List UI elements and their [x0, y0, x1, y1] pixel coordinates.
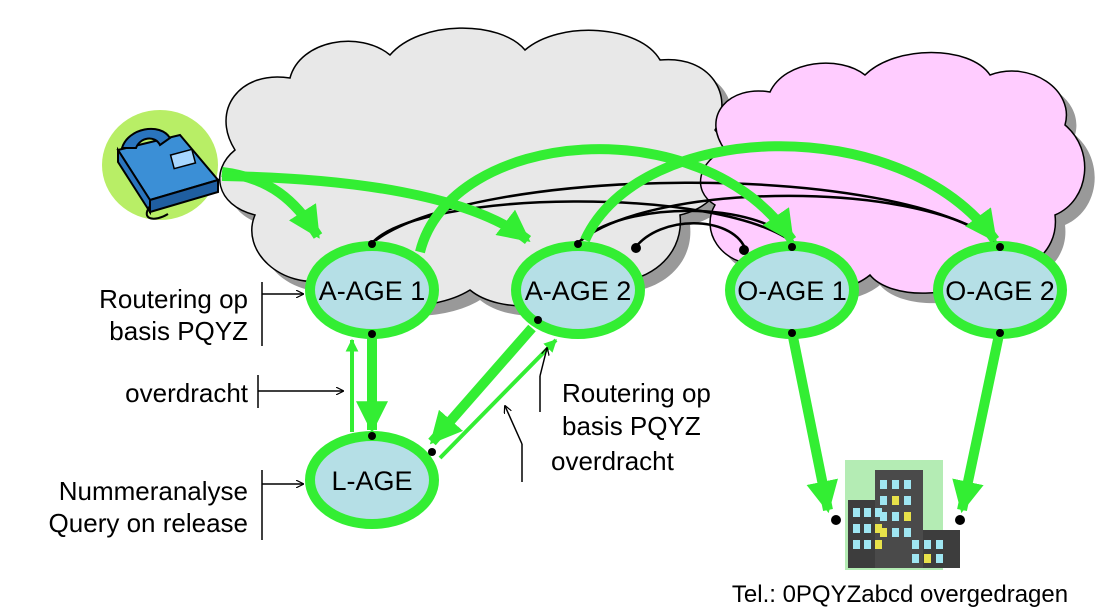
- flow-o-age-1-to-building: [787, 331, 838, 514]
- trunk-a2-o2: [577, 194, 999, 245]
- routing-right-line-2: basis PQYZ: [562, 411, 701, 441]
- connection-dots: [368, 240, 1004, 525]
- flow-a-age-1-to-o-age-1: [415, 144, 797, 254]
- destination-caption: Tel.: 0PQYZabcd overgedragen: [732, 581, 1068, 608]
- flow-a-age-2-to-l-age: [428, 324, 536, 446]
- annotation-transfer-left: overdracht: [125, 375, 343, 408]
- flow-a-age-2-to-o-age-2: [580, 141, 1000, 243]
- node-l-age[interactable]: L-AGE: [305, 431, 439, 529]
- routing-left-line-2: basis PQYZ: [109, 316, 248, 346]
- routing-left-line-1: Routering op: [99, 284, 248, 314]
- transfer-left-text: overdracht: [125, 378, 249, 408]
- annotation-routing-left: Routering op basis PQYZ: [99, 282, 303, 346]
- release-l-age-to-a-age-2: [438, 338, 558, 460]
- number-analysis-line-1: Nummeranalyse: [59, 476, 248, 506]
- call-flow: [221, 141, 1005, 514]
- node-a-age-1-label: A-AGE 1: [319, 276, 426, 306]
- routing-right-line-3: overdracht: [551, 446, 675, 476]
- number-analysis-line-2: Query on release: [49, 508, 248, 538]
- node-a-age-1[interactable]: A-AGE 1: [305, 241, 439, 339]
- office-building-icon: [845, 460, 960, 570]
- trunk-a2-o1-short: [634, 222, 747, 249]
- node-o-age-2[interactable]: O-AGE 2: [933, 241, 1067, 339]
- release-flow: [345, 338, 558, 460]
- annotation-number-analysis: Nummeranalyse Query on release: [49, 470, 303, 540]
- annotation-routing-right: Routering op basis PQYZ overdracht: [505, 348, 711, 482]
- node-o-age-1[interactable]: O-AGE 1: [725, 241, 859, 339]
- node-a-age-2-label: A-AGE 2: [525, 276, 632, 306]
- node-o-age-2-label: O-AGE 2: [945, 276, 1055, 306]
- telephone-icon: [102, 110, 220, 220]
- node-l-age-label: L-AGE: [331, 466, 412, 496]
- node-a-age-2[interactable]: A-AGE 2: [511, 241, 645, 339]
- node-o-age-1-label: O-AGE 1: [737, 276, 847, 306]
- flow-phone-to-a-age-2: [221, 171, 532, 244]
- flow-o-age-2-to-building: [952, 328, 1005, 514]
- routing-right-line-1: Routering op: [562, 378, 711, 408]
